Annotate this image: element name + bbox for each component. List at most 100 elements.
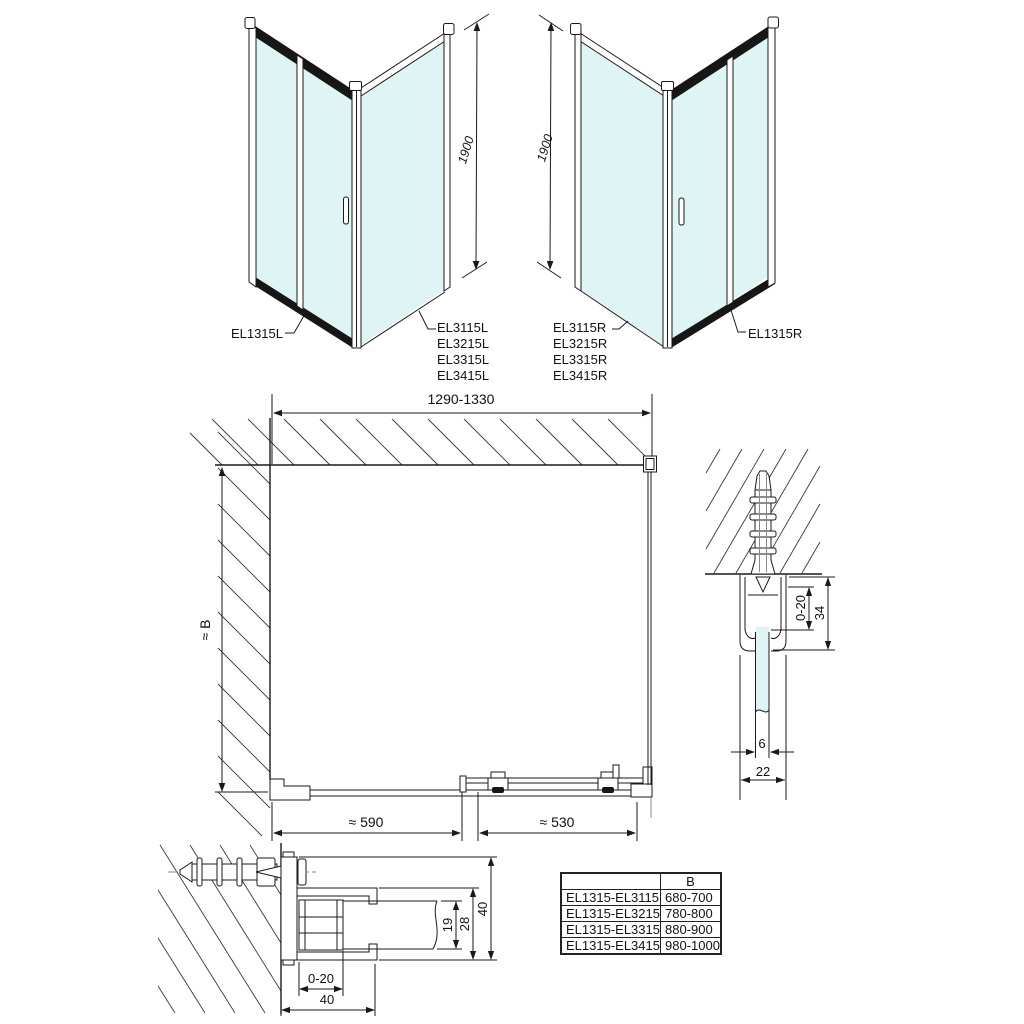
side-left-frame [574,28,582,292]
corner-post-cap [661,81,674,91]
depth-dimension: ≈ B [197,467,268,793]
side-model-label: EL3315L [437,352,489,367]
glass-dim-label: 19 [440,918,455,932]
side-model-label: EL3115L [437,320,488,335]
wall-bracket [269,778,311,801]
wall-profile-section [739,575,787,652]
inner-height-dimension: 28 [379,887,497,961]
b-value-cell: 780-800 [659,905,722,922]
fixed-dim-label: ≈ 590 [349,814,384,830]
glass-pane [755,627,769,712]
door-profile-section [280,851,438,966]
door-right-frame [767,21,776,288]
side-label-leader [418,310,436,330]
door-left-frame [248,23,257,288]
top-wall-bracket [643,455,657,473]
door-top-cap [767,16,779,29]
side-bottom-edge [360,291,446,348]
door-handle [343,196,349,225]
adjustment-dimension: 0-20 [298,951,344,996]
glass-break-line [432,900,438,950]
iso-right-view: 1900 EL3115R EL3215R EL3315R EL3415R EL1… [534,14,802,383]
side-panel-glass [581,41,664,346]
door-label-leader [285,313,306,334]
height-dimension-left: 1900 [455,13,490,279]
depth-dim-label: ≈ B [197,620,213,641]
left-wall-hatch [217,431,271,837]
width-dim-label: 1290-1330 [428,391,495,407]
wall-anchor [749,470,777,575]
side-bottom-edge [580,290,665,348]
slider-dim-label: ≈ 530 [540,814,575,830]
model-cell: EL1315-EL3415 [560,937,661,955]
table-row: EL1315-EL3115 680-700 [560,889,722,906]
profile-height-label: 34 [812,606,827,620]
side-top-cap [443,23,455,35]
side-model-label: EL3115R [553,320,606,335]
b-value-cell: 880-900 [659,921,722,938]
size-table: B EL1315-EL3115 680-700 EL1315-EL3215 78… [560,872,722,955]
side-model-label: EL3315R [553,352,607,367]
screw-head [297,858,307,886]
door-top-rail [671,22,775,101]
adjustment-label: 0-20 [793,595,808,621]
side-right-frame [443,28,451,292]
roller-left [487,771,509,793]
bottom-width-label: 40 [320,992,334,1007]
glass-dimension: 19 [437,900,462,950]
iso-left-view: 1900 EL1315L EL3115L EL3215L EL3315L EL3… [231,13,490,383]
side-model-label: EL3215R [553,336,607,351]
door-handle [678,197,685,226]
side-top-cap [570,23,582,35]
corner-connector-foot [630,783,653,798]
door-glass [672,32,769,340]
door-bottom-rail [252,275,353,348]
table-header-b: B [659,872,722,890]
height-dim-label: 1900 [534,133,556,164]
profile-width-dimension: 22 [739,655,787,800]
wall-profile-detail: 6 22 0-20 34 [705,448,835,800]
roller-right [597,771,619,793]
rail-stopper-tab [612,764,620,779]
width-dimension: 1290-1330 [271,391,653,464]
table-row: EL1315-EL3215 780-800 [560,905,722,922]
glass-thickness-dimension: 6 [731,736,794,756]
profile-height-label: 40 [475,902,490,916]
side-model-label: EL3415R [553,368,607,383]
adjustment-dimension: 0-20 [771,586,814,631]
rail-highlight [671,28,775,98]
table-header-empty [560,872,661,890]
profile-height-dimension: 40 [299,856,497,960]
table-header-row: B [560,872,722,890]
bottom-width-dimension: 40 [280,964,376,1016]
profile-width-label: 22 [756,764,770,779]
adjustment-label: 0-20 [308,971,334,986]
door-top-cap [244,17,256,29]
top-wall-hatch [189,418,655,466]
side-panel-glass [361,42,444,345]
door-label-leader [729,306,746,333]
door-bottom-rail [671,275,775,348]
plan-view: 1290-1330 ≈ B [189,391,657,841]
table-row: EL1315-EL3415 980-1000 [560,937,722,955]
screw-head [755,576,771,594]
model-cell: EL1315-EL3215 [560,905,661,922]
door-profile-detail: 19 28 40 0-20 [157,843,497,1016]
side-label-leader [612,320,629,330]
side-model-label: EL3215L [437,336,489,351]
wall-hatch [157,844,282,1014]
inner-height-label: 28 [457,917,472,931]
corner-post-cap [349,81,362,91]
model-cell: EL1315-EL3115 [560,889,661,906]
rail-end-cap [459,775,467,793]
b-value-cell: 680-700 [659,889,722,906]
door-model-label: EL1315L [231,326,283,341]
b-value-cell: 980-1000 [659,937,722,955]
wall-hatch [705,448,821,574]
glass-break-line [755,709,770,713]
door-middle-stile [296,54,304,311]
height-dimension-right: 1900 [534,14,564,279]
slider-dimension: ≈ 530 [477,792,638,841]
